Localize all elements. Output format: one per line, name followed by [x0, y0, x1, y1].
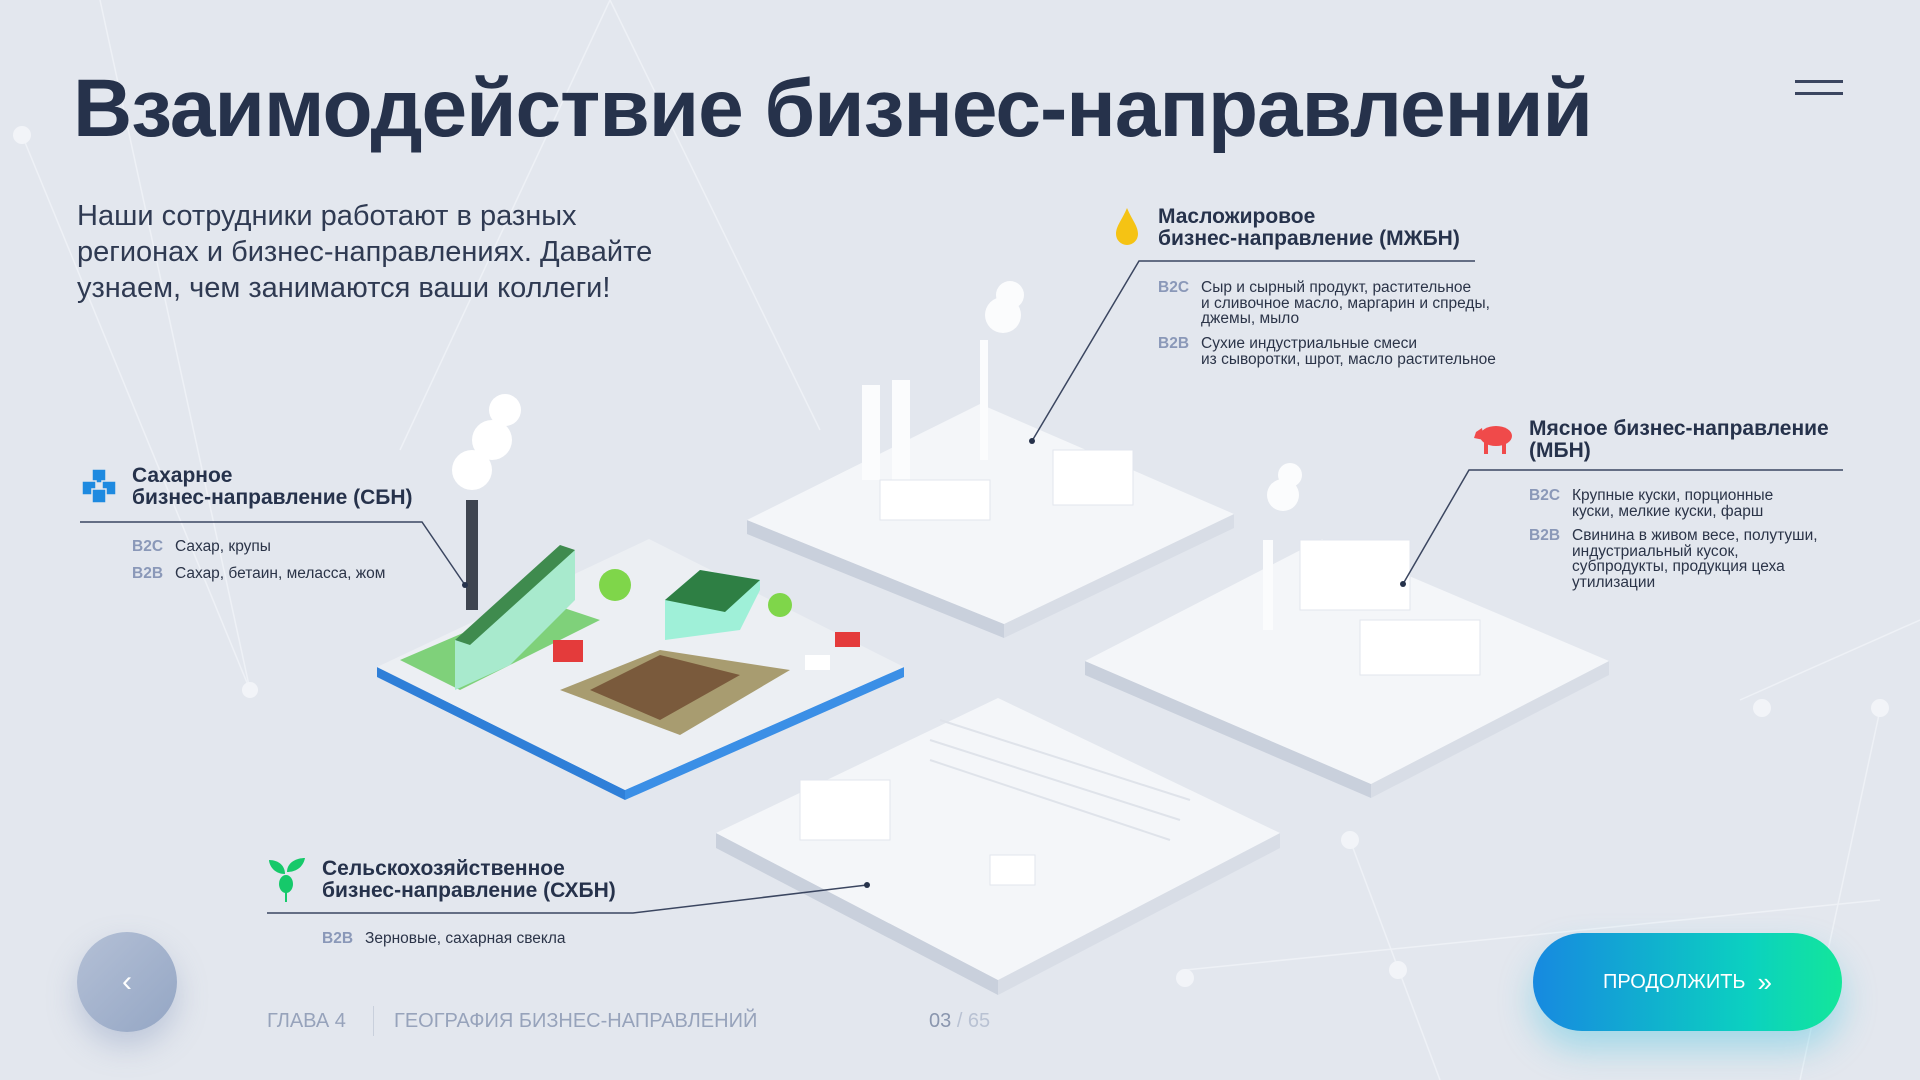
division-title: бизнес-направление (СБН)	[132, 486, 413, 509]
back-button[interactable]: ‹	[77, 932, 177, 1032]
intro-line: регионах и бизнес-направлениях. Давайте	[77, 236, 653, 268]
b2b-tag: B2B	[1529, 527, 1561, 544]
division-title: Мясное бизнес-направление	[1529, 417, 1829, 440]
division-title: Масложировое	[1158, 205, 1316, 228]
sugar-plant-illustration	[377, 394, 904, 800]
section-label: ГЕОГРАФИЯ БИЗНЕС-НАПРАВЛЕНИЙ	[394, 1010, 758, 1032]
oil-drop-icon	[1116, 208, 1138, 245]
b2c-tag: B2C	[1529, 487, 1561, 504]
product-text: Сухие индустриальные смеси	[1201, 335, 1418, 352]
double-chevron-right-icon: »	[1757, 966, 1773, 997]
b2b-tag: B2B	[132, 565, 164, 582]
product-text: из сыворотки, шрот, масло растительное	[1201, 350, 1496, 368]
hamburger-menu-button[interactable]	[1795, 80, 1843, 96]
division-title: бизнес-направление (МЖБН)	[1158, 227, 1460, 250]
product-text: джемы, мыло	[1201, 310, 1300, 327]
chevron-left-icon: ‹	[122, 965, 132, 998]
product-text: Сахар, крупы	[175, 538, 271, 555]
product-text: и сливочное масло, маргарин и спреды,	[1201, 294, 1490, 312]
continue-button[interactable]: ПРОДОЛЖИТЬ »	[1533, 933, 1842, 1031]
product-text: индустриальный кусок,	[1572, 542, 1739, 560]
oil-plant-illustration	[747, 281, 1234, 638]
footer-divider	[373, 1006, 374, 1036]
product-text: утилизации	[1572, 573, 1656, 591]
page-title: Взаимодействие бизнес-направлений	[73, 63, 1593, 154]
b2c-tag: B2C	[1158, 279, 1190, 296]
chapter-label: ГЛАВА 4	[267, 1010, 346, 1032]
product-text: Свинина в живом весе, полутуши,	[1572, 527, 1818, 544]
continue-label: ПРОДОЛЖИТЬ	[1602, 970, 1746, 993]
meat-plant-illustration	[1085, 463, 1609, 798]
product-text: Сахар, бетаин, меласса, жом	[175, 565, 386, 582]
division-title: Сахарное	[132, 464, 233, 487]
page-counter: 03 / 65	[929, 1010, 990, 1033]
product-text: субпродукты, продукция цеха	[1572, 558, 1785, 575]
product-text: Зерновые, сахарная свекла	[365, 930, 566, 947]
intro-line: узнаем, чем занимаются ваши коллеги!	[77, 272, 611, 304]
product-text: Сыр и сырный продукт, растительное	[1201, 279, 1472, 296]
page-current: 03	[929, 1010, 952, 1032]
b2b-tag: B2B	[1158, 335, 1190, 352]
b2b-tag: B2B	[322, 930, 354, 947]
product-text: куски, мелкие куски, фарш	[1572, 502, 1764, 520]
division-title: бизнес-направление (СХБН)	[322, 879, 616, 902]
intro-line: Наши сотрудники работают в разных	[77, 200, 577, 232]
pig-icon	[1474, 426, 1512, 454]
intro-text: Наши сотрудники работают в разных регион…	[77, 198, 697, 306]
division-title: (МБН)	[1529, 439, 1591, 462]
sprout-icon	[269, 858, 305, 902]
sugar-cubes-icon	[81, 468, 117, 504]
page-total: / 65	[956, 1010, 991, 1032]
agri-farm-illustration	[716, 698, 1280, 995]
division-title: Сельскохозяйственное	[322, 857, 565, 880]
product-text: Крупные куски, порционные	[1572, 487, 1774, 504]
b2c-tag: B2C	[132, 538, 164, 555]
